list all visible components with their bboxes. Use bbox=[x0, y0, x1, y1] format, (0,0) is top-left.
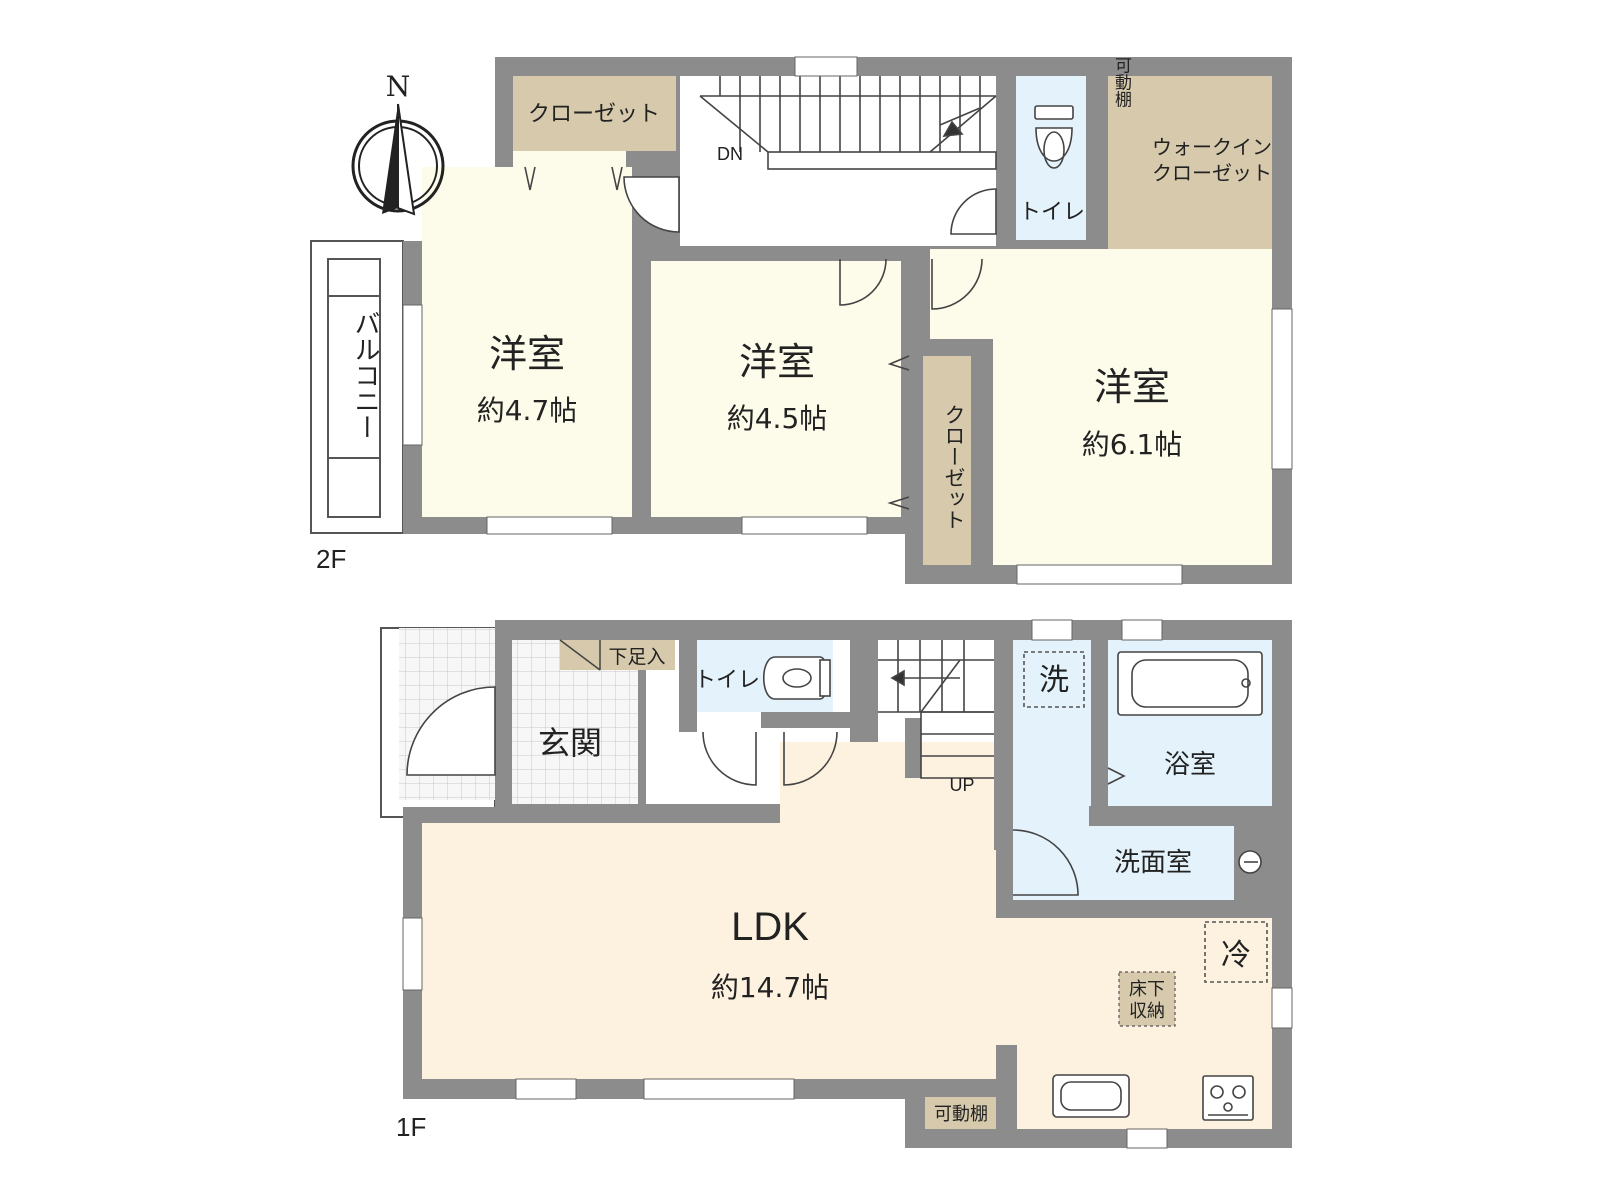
stove bbox=[1202, 1075, 1254, 1121]
walk-in-closet-label-2: クローゼット bbox=[1152, 161, 1272, 185]
fridge-space bbox=[1204, 921, 1268, 983]
wash-basin bbox=[1238, 850, 1262, 874]
room1-name: 洋室 bbox=[489, 332, 565, 376]
closet-2f-north bbox=[513, 76, 676, 151]
kitchen-sink bbox=[1052, 1074, 1130, 1118]
windows-1f bbox=[402, 619, 1293, 1149]
walk-in-closet bbox=[1108, 76, 1272, 249]
room3-size: 約6.1帖 bbox=[1082, 428, 1183, 461]
washroom-label: 洗面室 bbox=[1114, 848, 1192, 878]
toilet-label-2f: トイレ bbox=[1019, 200, 1085, 225]
north-arrow-icon bbox=[382, 104, 398, 214]
closet-label-2f: クローゼット bbox=[528, 102, 660, 127]
room2-size: 約4.5帖 bbox=[727, 402, 828, 435]
closet-vertical-label: クローゼット bbox=[942, 404, 966, 530]
entrance-label: 玄関 bbox=[538, 724, 602, 762]
closet-2f-vertical bbox=[923, 356, 971, 565]
ldk-name: LDK bbox=[731, 905, 809, 949]
underfloor-storage-label-2: 収納 bbox=[1129, 1001, 1165, 1022]
ldk-size: 約14.7帖 bbox=[711, 971, 829, 1004]
adjustable-shelf-label-2f: 可動棚 bbox=[1111, 57, 1132, 109]
room-western-4-5 bbox=[651, 261, 901, 517]
floor-label-2f: 2F bbox=[316, 544, 346, 574]
stairs-down-label: DN bbox=[717, 144, 743, 164]
north-label: N bbox=[386, 70, 411, 103]
balcony bbox=[310, 240, 404, 534]
balcony-label: バルコニー bbox=[350, 310, 380, 440]
underfloor-storage-label-1: 床下 bbox=[1129, 979, 1165, 1000]
toilet-label-1f: トイレ bbox=[694, 668, 760, 693]
first-floor bbox=[380, 619, 1293, 1149]
fridge-label: 冷 bbox=[1221, 938, 1251, 973]
second-floor bbox=[310, 56, 1293, 585]
underfloor-storage bbox=[1118, 971, 1176, 1027]
stairs-1f bbox=[878, 640, 994, 779]
toilet-1f-fixture bbox=[763, 656, 831, 700]
room2-name: 洋室 bbox=[739, 340, 815, 384]
compass: N bbox=[351, 70, 445, 216]
windows-2f bbox=[402, 56, 1293, 585]
stairs-2f bbox=[699, 76, 997, 170]
bathtub bbox=[1117, 651, 1263, 716]
room-western-6-1 bbox=[993, 249, 1272, 565]
stairs-up-label: UP bbox=[949, 775, 974, 795]
bathroom-label: 浴室 bbox=[1164, 750, 1216, 780]
doors-1f bbox=[406, 686, 1126, 896]
shoe-storage-label: 下足入 bbox=[608, 646, 665, 668]
toilet-2f-fixture bbox=[1034, 105, 1074, 169]
doors-2f bbox=[524, 166, 997, 510]
walk-in-closet-label-1: ウォークイン bbox=[1152, 135, 1272, 159]
adjustable-shelf-1f bbox=[925, 1097, 997, 1129]
room3-name: 洋室 bbox=[1094, 365, 1170, 409]
floor-label-1f: 1F bbox=[396, 1112, 426, 1142]
washer-space bbox=[1023, 651, 1085, 708]
room1-size: 約4.7帖 bbox=[477, 394, 578, 427]
adjustable-shelf-label-1f: 可動棚 bbox=[934, 1104, 988, 1125]
washer-label: 洗 bbox=[1039, 663, 1069, 698]
